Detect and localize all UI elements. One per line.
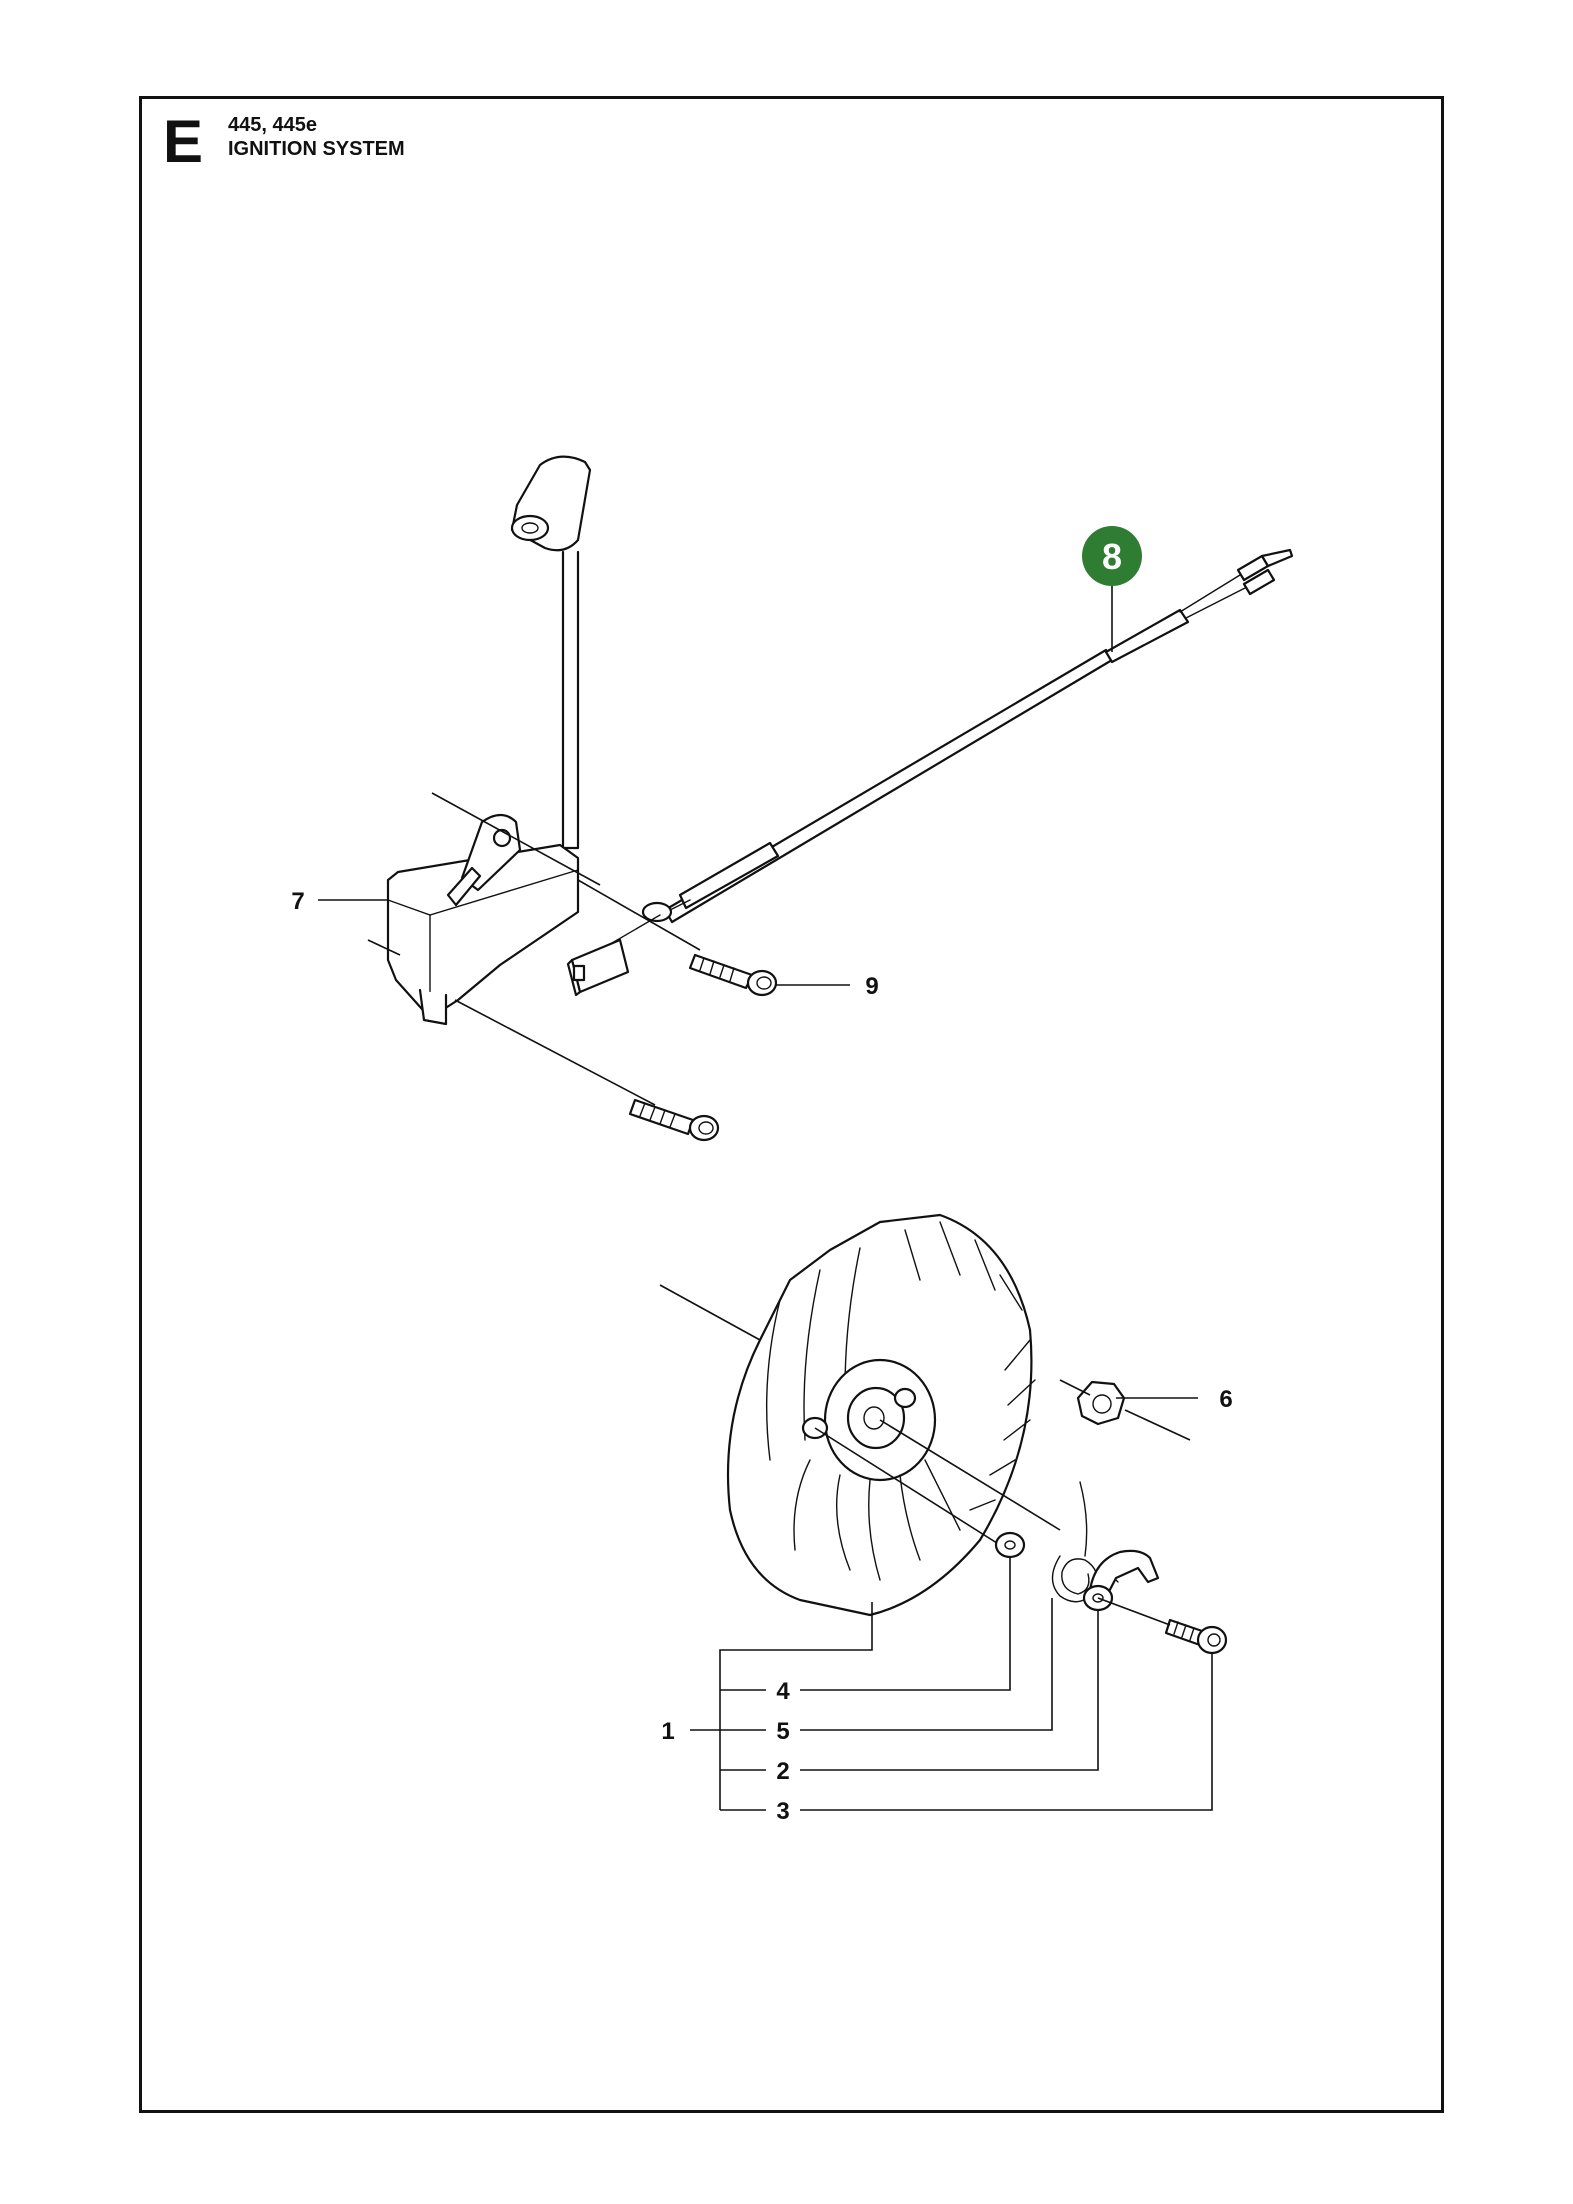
callout-8: 8 — [1102, 536, 1122, 577]
callout-4: 4 — [776, 1678, 790, 1705]
callout-8-highlight[interactable]: 8 — [1082, 526, 1142, 586]
callout-1: 1 — [661, 1718, 674, 1745]
highlight-circle — [1082, 526, 1142, 586]
pawl-part-2[interactable] — [1082, 1549, 1160, 1612]
section-title: IGNITION SYSTEM — [228, 138, 405, 160]
wire-harness[interactable] — [566, 548, 1294, 997]
ignition-module[interactable] — [367, 455, 701, 1106]
callout-6: 6 — [1219, 1386, 1232, 1413]
screw-part-3[interactable] — [1097, 1597, 1228, 1655]
washer-part-4[interactable] — [994, 1531, 1026, 1559]
callout-3: 3 — [776, 1798, 789, 1825]
callout-5: 5 — [776, 1718, 789, 1745]
callout-9: 9 — [865, 973, 878, 1000]
screw-module-lower[interactable] — [628, 1098, 720, 1142]
leader-lines — [318, 580, 1213, 1811]
callout-2: 2 — [776, 1758, 789, 1785]
model-label: 445, 445e — [228, 114, 317, 136]
screw-part-9[interactable] — [688, 953, 778, 997]
nut-part-6[interactable] — [1059, 1379, 1191, 1441]
section-letter: E — [163, 108, 204, 175]
flywheel[interactable] — [659, 1213, 1061, 1617]
callout-7: 7 — [291, 888, 304, 915]
page-frame — [139, 96, 1444, 2113]
